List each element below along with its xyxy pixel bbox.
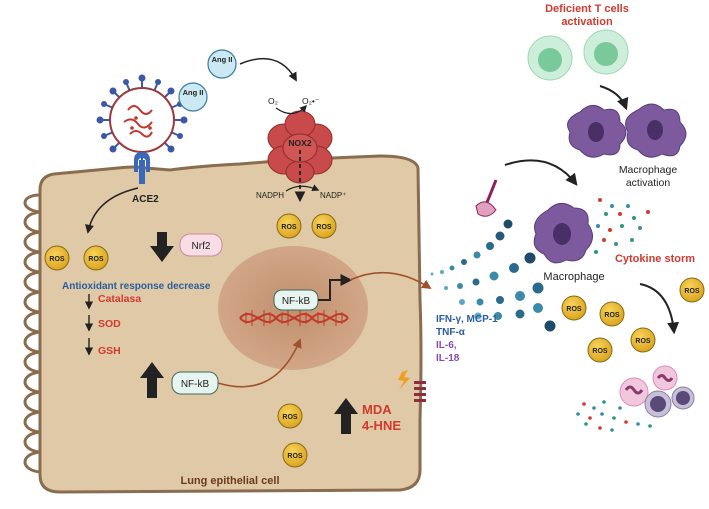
ros-label: ROS bbox=[604, 312, 620, 319]
nrf2-box: Nrf2 bbox=[179, 233, 223, 257]
ros-molecule: ROS bbox=[277, 403, 303, 429]
up-arrow-icon bbox=[140, 362, 164, 398]
deficient-t-label-2: activation bbox=[561, 16, 613, 28]
t-cell bbox=[583, 29, 629, 75]
ros-label: ROS bbox=[281, 224, 297, 231]
ros-label: ROS bbox=[592, 348, 608, 355]
nox2-enzyme: NOX2 bbox=[267, 110, 333, 184]
hne-label: 4-HNE bbox=[362, 418, 401, 433]
catalasa-label: Catalasa bbox=[98, 293, 141, 305]
ros-molecule: ROS bbox=[561, 295, 587, 321]
ang-ii-label-2: Ang II bbox=[183, 88, 204, 97]
ros-molecule: ROS bbox=[311, 213, 337, 239]
ros-molecule: ROS bbox=[44, 245, 70, 271]
neutrophil-cell bbox=[652, 365, 678, 391]
arrow-o2-conversion bbox=[275, 104, 307, 115]
cell-name-label: Lung epithelial cell bbox=[180, 475, 279, 487]
nucleus: NF-kB bbox=[218, 246, 368, 370]
ros-molecule: ROS bbox=[282, 442, 308, 468]
ros-molecule: ROS bbox=[599, 301, 625, 327]
ros-label: ROS bbox=[316, 224, 332, 231]
arrow-nfkb-to-nucleus bbox=[217, 338, 302, 388]
ros-label: ROS bbox=[49, 256, 65, 263]
ace2-label: ACE2 bbox=[132, 194, 159, 205]
ang-ii-label-1: Ang II bbox=[212, 55, 233, 64]
ace2-receptor: ACE2 bbox=[132, 152, 159, 205]
lymphocyte-cell bbox=[671, 386, 695, 410]
nadp-label: NADP⁺ bbox=[320, 191, 346, 200]
cytokine-dots bbox=[576, 400, 652, 432]
cytokine-storm-label: Cytokine storm bbox=[615, 253, 695, 265]
ros-label: ROS bbox=[282, 414, 298, 421]
ros-molecule: ROS bbox=[587, 337, 613, 363]
lightning-icon bbox=[398, 370, 410, 390]
arrow-ang-ii-to-nox2 bbox=[239, 57, 297, 82]
nadph-label: NADPH bbox=[256, 191, 284, 200]
membrane-channel bbox=[414, 381, 426, 402]
nrf2-label: Nrf2 bbox=[192, 241, 211, 252]
macrophage-cell bbox=[533, 203, 593, 264]
nfkb-nucleus-label: NF-kB bbox=[282, 296, 311, 307]
macrophage-activation-label-2: activation bbox=[626, 177, 671, 189]
gsh-label: GSH bbox=[98, 345, 121, 357]
down-arrow-icon bbox=[150, 232, 174, 262]
nfkb-nucleus-box: NF-kB bbox=[273, 289, 319, 311]
t-cell bbox=[527, 35, 573, 81]
nfkb-cyto-label: NF-kB bbox=[181, 379, 210, 390]
macrophage-cell bbox=[567, 105, 627, 158]
cytokine-stream bbox=[430, 219, 556, 332]
cytokines-label-1: IFN-γ, MCP-1 bbox=[436, 314, 498, 325]
o2-label: O₂ bbox=[268, 96, 278, 106]
ang-ii-molecule-2: Ang II bbox=[178, 82, 208, 112]
ros-label: ROS bbox=[635, 338, 651, 345]
antioxidant-label: Antioxidant response decrease bbox=[62, 281, 211, 292]
arrow-to-macrophage bbox=[504, 159, 578, 186]
transcription-arrow bbox=[318, 274, 353, 301]
nox2-label: NOX2 bbox=[288, 138, 311, 148]
ros-label: ROS bbox=[287, 453, 303, 460]
lymphocyte-cell bbox=[644, 390, 672, 418]
macrophage-cell bbox=[625, 103, 687, 158]
ros-label: ROS bbox=[566, 306, 582, 313]
ros-molecule: ROS bbox=[630, 327, 656, 353]
arrow-to-cytokines bbox=[349, 271, 432, 290]
nfkb-cyto-box: NF-kB bbox=[171, 371, 219, 395]
cytokines-label-4: IL-18 bbox=[436, 353, 460, 364]
ros-label: ROS bbox=[88, 256, 104, 263]
ros-molecule: ROS bbox=[83, 245, 109, 271]
microvilli bbox=[23, 193, 41, 474]
arrow-t-cell-to-macrophage bbox=[599, 85, 629, 111]
macrophage-label: Macrophage bbox=[543, 271, 604, 283]
cytokines-label-2: TNF-α bbox=[436, 327, 466, 338]
up-arrow-icon bbox=[334, 398, 358, 434]
deficient-t-label-1: Deficient T cells bbox=[545, 3, 629, 15]
macrophage-activation-label-1: Macrophage bbox=[619, 164, 678, 176]
arrow-nadph-conversion bbox=[285, 184, 320, 192]
ros-molecule: ROS bbox=[276, 213, 302, 239]
virus-icon bbox=[96, 74, 188, 162]
ros-molecule: ROS bbox=[679, 277, 705, 303]
mda-label: MDA bbox=[362, 402, 392, 417]
cytokine-dots bbox=[594, 198, 650, 254]
neutrophil-cell bbox=[619, 377, 649, 407]
arrow-cytokine-storm bbox=[639, 283, 680, 335]
ang-ii-molecule-1: Ang II bbox=[207, 49, 237, 79]
receptor-icon bbox=[475, 179, 498, 217]
arrow-ace2-to-ros bbox=[85, 187, 139, 234]
dna-helix bbox=[239, 310, 349, 326]
sod-label: SOD bbox=[98, 318, 121, 330]
o2-radical-label: O₂•⁻ bbox=[302, 96, 320, 106]
cytokines-label-3: IL-6, bbox=[436, 340, 457, 351]
ros-label: ROS bbox=[684, 288, 700, 295]
